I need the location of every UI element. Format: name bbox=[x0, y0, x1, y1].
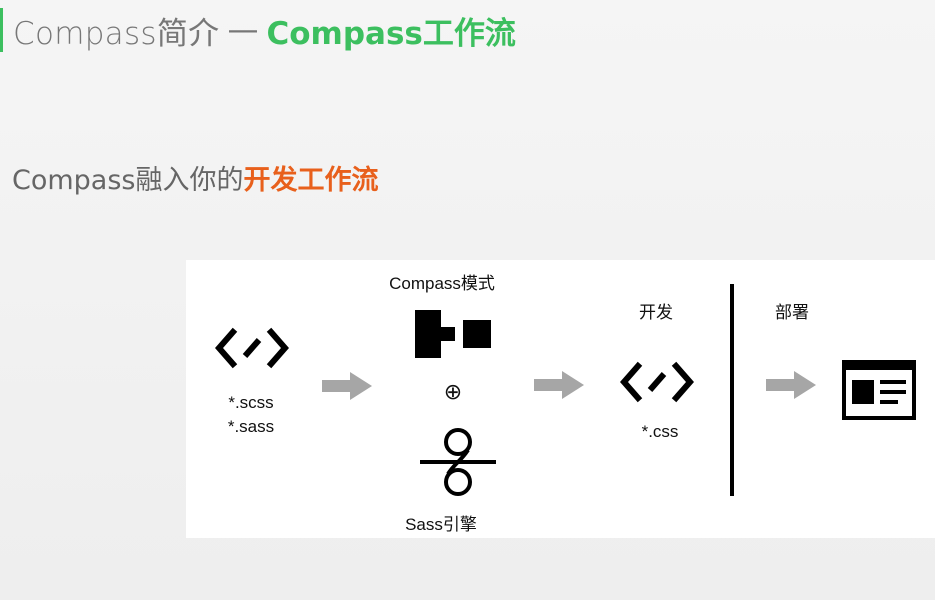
plus-symbol: ⊕ bbox=[443, 379, 463, 404]
dev-label: 开发 bbox=[639, 303, 673, 322]
title-main: Compass简介 bbox=[13, 15, 220, 52]
title-accent: Compass工作流 bbox=[266, 15, 516, 52]
code-icon bbox=[215, 327, 289, 369]
deploy-label: 部署 bbox=[775, 303, 809, 322]
arrow-right-icon bbox=[322, 372, 372, 400]
sass-engine-icon bbox=[420, 428, 496, 496]
subtitle-accent: 开发工作流 bbox=[243, 165, 379, 196]
webpage-icon bbox=[842, 360, 916, 420]
compass-label: Compass模式 bbox=[389, 274, 495, 293]
code-icon bbox=[620, 361, 694, 403]
source-file-scss: *.scss bbox=[228, 393, 274, 412]
workflow-diagram: *.scss *.sass Compass模式 ⊕ Sass引擎 bbox=[186, 260, 935, 538]
compass-pattern-icon bbox=[415, 310, 491, 358]
source-file-sass: *.sass bbox=[227, 417, 275, 436]
output-file-css: *.css bbox=[641, 422, 679, 441]
title-separator: — bbox=[227, 12, 259, 48]
divider bbox=[730, 284, 734, 496]
slide-title: Compass简介 — Compass工作流 bbox=[0, 8, 516, 52]
subtitle: Compass融入你的开发工作流 bbox=[12, 158, 379, 197]
arrow-right-icon bbox=[766, 371, 816, 399]
arrow-right-icon bbox=[534, 371, 584, 399]
sass-label: Sass引擎 bbox=[405, 515, 477, 534]
subtitle-text: Compass融入你的 bbox=[12, 165, 244, 196]
